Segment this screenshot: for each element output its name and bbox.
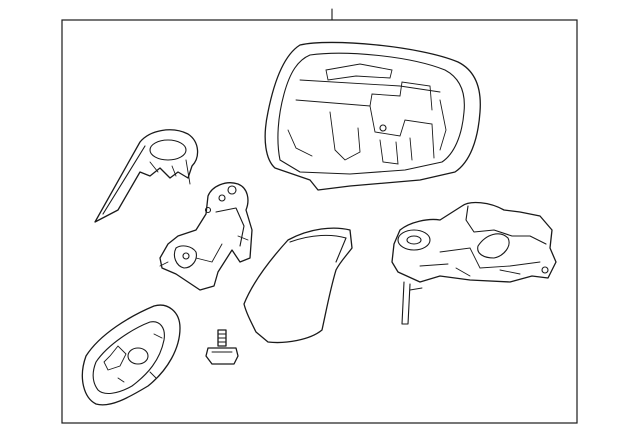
lower-cover-icon [243,227,353,344]
mount-bracket-icon [159,182,253,291]
mounting-bolt-icon [205,329,239,365]
motor-assembly-icon [391,201,557,325]
base-gasket-icon [94,129,199,223]
mirror-cover-icon [264,41,481,191]
mirror-cover-back-icon [81,304,181,406]
